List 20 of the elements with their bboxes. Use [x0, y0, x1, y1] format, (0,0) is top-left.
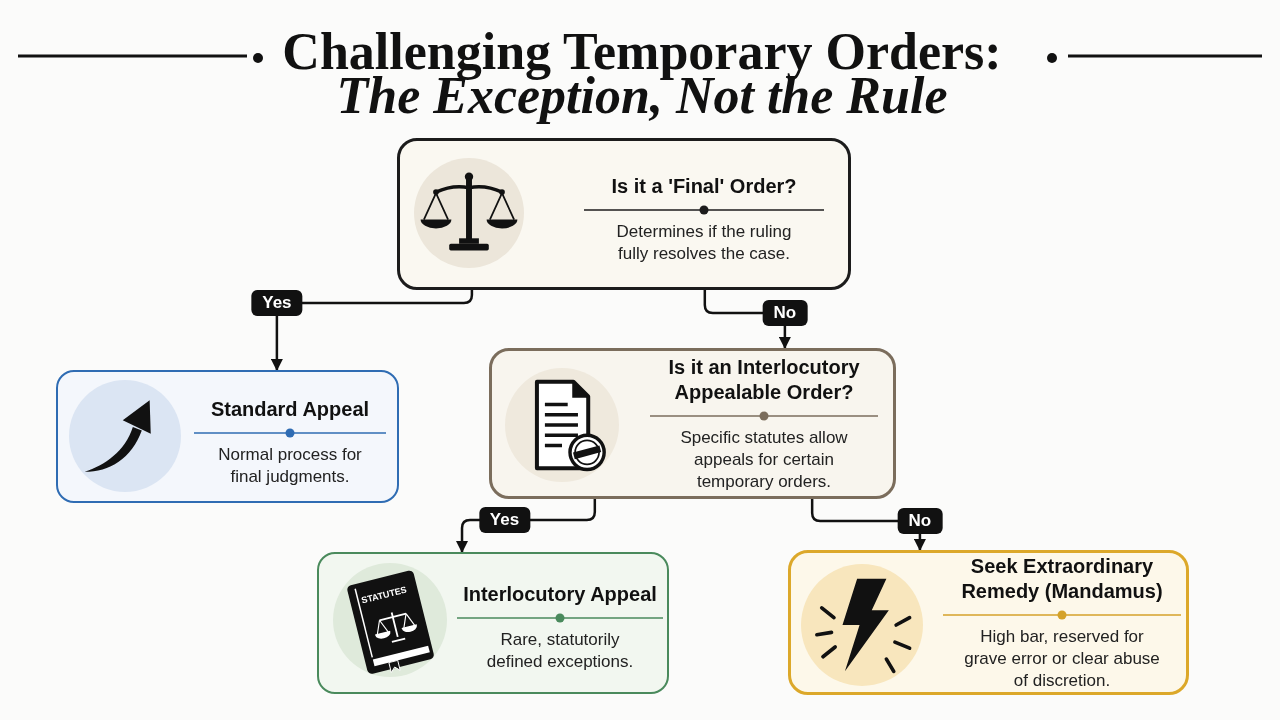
box-title: Standard Appeal	[210, 397, 370, 422]
box-title: Interlocutory Appeal	[463, 581, 657, 607]
box-description: Rare, statutorily defined exceptions.	[485, 628, 635, 673]
decision-box	[397, 138, 851, 290]
page-title: Challenging Temporary Orders: The Exception, Not the Rule	[281, 22, 1003, 126]
box-title: Is it an Interlocutory Appealable Order?	[667, 354, 861, 405]
outcome-box	[56, 370, 399, 503]
box-description: Normal process for final judgments.	[217, 444, 363, 488]
outcome-box	[788, 550, 1189, 695]
box-title: Seek Extraordinary Remedy (Mandamus)	[960, 553, 1164, 604]
box-title: Is it a 'Final' Order?	[611, 173, 797, 199]
edge-label: No	[762, 300, 808, 326]
outcome-box	[317, 552, 669, 694]
edge-label: Yes	[251, 290, 303, 316]
decision-box	[489, 348, 896, 499]
box-description: Specific statutes allow appeals for certain temporary orders.	[679, 426, 849, 493]
edge-label: No	[897, 508, 943, 534]
box-description: High bar, reserved for grave error or clear abuse of discretion.	[963, 625, 1161, 692]
box-description: Determines if the ruling fully resolves the case.	[615, 220, 793, 265]
edge-label: Yes	[478, 507, 531, 533]
